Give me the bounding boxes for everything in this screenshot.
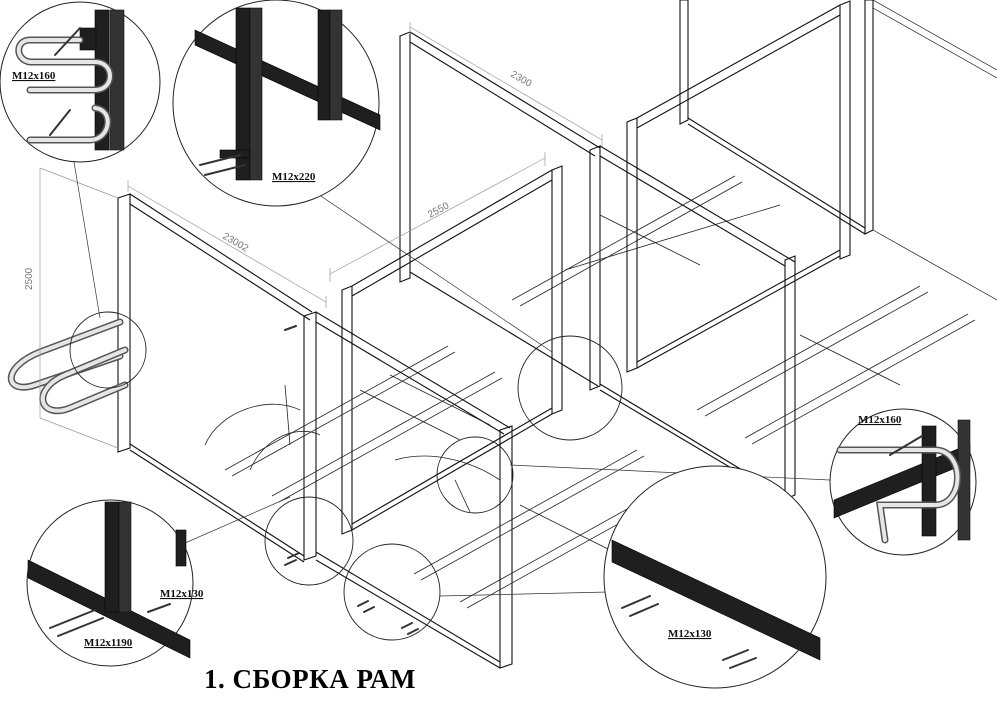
front-frame [117,193,513,669]
middle-back-frame [399,31,796,501]
left-rail-loops [7,318,129,415]
middle-front-frame [341,165,563,535]
label-right-bolt: M12x160 [858,414,902,426]
dimension-2300: 2300 [409,22,603,146]
far-right-frame [679,0,997,301]
label-topleft-bolt: M12x160 [12,70,56,82]
locator-circles [69,311,623,641]
detail-top-left: M12x160 [0,1,161,163]
inner-rails [204,384,501,513]
detail-bottom-right: M12x130 [603,465,827,689]
back-frame [626,0,851,373]
page-title: 1. СБОРКА РАМ [204,664,417,694]
dimension-2500: 2500 [24,167,119,449]
dimension-2550: 2550 [329,152,546,282]
detail-right: M12x160 [829,408,977,556]
detail-top-center: M12x220 [172,0,381,207]
detail-bottom-left: M12x130 M12x1190 [26,499,204,667]
label-bottomleft-bolt-b: M12x1190 [84,637,133,649]
label-topcenter-bolt: M12x220 [272,171,316,183]
dim-2500-label: 2500 [24,267,35,290]
dim-23002-label: 23002 [221,231,251,255]
floor-rails [224,175,976,609]
dim-2550-label: 2550 [426,200,451,220]
label-bottomleft-bolt-a: M12x130 [160,588,204,600]
label-bottomright-bolt: M12x130 [668,628,712,640]
